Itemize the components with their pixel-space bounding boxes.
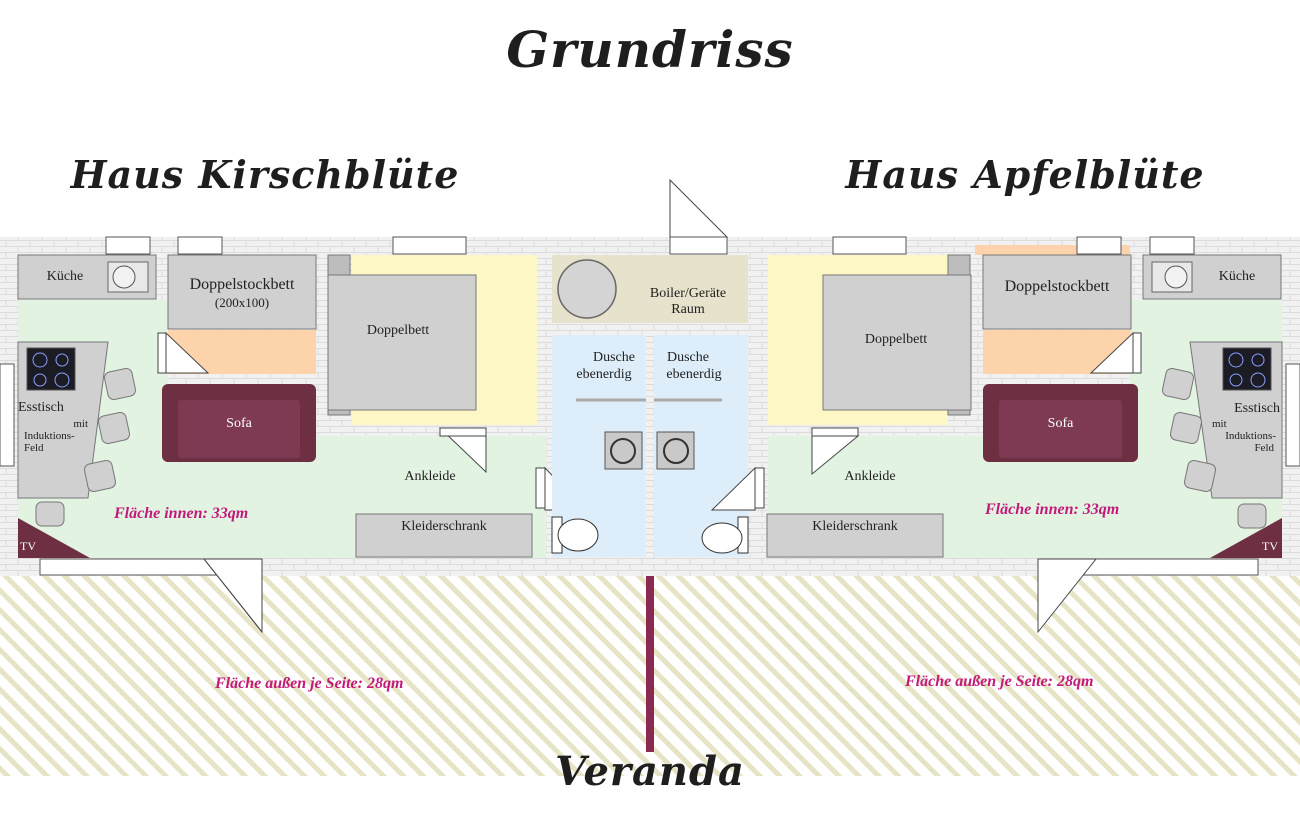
left-door-bunk xyxy=(165,331,210,374)
right-hob-ring-2 xyxy=(1251,353,1265,367)
right-door-bath xyxy=(710,466,756,511)
house-left-name: Haus Kirschblüte xyxy=(70,152,460,197)
right-chair-4 xyxy=(1237,503,1267,529)
left-hob-ring-2 xyxy=(55,353,69,367)
right-outside-area: Fläche außen je Seite: 28qm xyxy=(905,673,1094,690)
right-induction-3: Feld xyxy=(1254,442,1274,454)
left-bunk-bed xyxy=(167,254,317,330)
left-tv-triangle xyxy=(18,518,90,558)
right-wardrobe xyxy=(766,513,944,558)
boiler-label-2: Raum xyxy=(671,302,705,317)
left-chair-1 xyxy=(104,368,136,400)
left-sofa-seat xyxy=(178,400,300,458)
right-window-3 xyxy=(1149,236,1195,255)
shower-left-label-2: ebenerdig xyxy=(576,367,632,382)
toilet-right-bowl xyxy=(701,522,743,554)
boiler-label-1: Boiler/Geräte xyxy=(649,286,727,301)
veranda-label: Veranda xyxy=(555,748,745,795)
right-door-bunk xyxy=(1089,331,1134,374)
left-door-ankleide-frame xyxy=(439,427,487,437)
veranda-divider xyxy=(646,576,654,752)
left-outside-area: Fläche außen je Seite: 28qm xyxy=(215,675,404,692)
left-window-side xyxy=(0,363,15,467)
page-title: Grundriss xyxy=(506,20,794,79)
right-window-side xyxy=(1285,363,1300,467)
right-door-ankleide xyxy=(811,435,860,476)
right-double-bed-label: Doppelbett xyxy=(864,332,928,347)
right-bunk-label: Doppelstockbett xyxy=(1004,278,1110,295)
right-hob-ring-4 xyxy=(1250,372,1266,388)
center-door-frame xyxy=(669,236,728,255)
left-induction-1: mit xyxy=(73,418,88,430)
left-chair-3 xyxy=(84,460,116,492)
left-wardrobe-label: Kleiderschrank xyxy=(401,519,487,534)
drain-right-ring xyxy=(663,438,689,464)
right-window-1 xyxy=(832,236,907,255)
left-door-bunk-frame xyxy=(157,332,167,374)
left-bunk-label: Doppelstockbett xyxy=(189,276,295,293)
right-sofa-label: Sofa xyxy=(1047,416,1074,431)
house-right-name: Haus Apfelblüte xyxy=(845,152,1205,197)
right-tv-triangle xyxy=(1210,518,1282,558)
right-door-bath-frame xyxy=(754,467,765,509)
right-wardrobe-label: Kleiderschrank xyxy=(812,519,898,534)
right-window-2 xyxy=(1076,236,1122,255)
left-ankleide-label: Ankleide xyxy=(404,469,456,484)
left-induction-3: Feld xyxy=(24,442,44,454)
left-window-1 xyxy=(105,236,151,255)
right-bunk-bed xyxy=(982,254,1132,330)
boiler-tank xyxy=(557,259,617,319)
left-hob-ring-3 xyxy=(33,373,47,387)
right-dining-label: Esstisch xyxy=(1234,401,1280,416)
right-tv-label: TV xyxy=(1262,539,1278,553)
left-chair-2 xyxy=(98,412,130,444)
right-door-bunk-frame xyxy=(1132,332,1142,374)
right-induction-1: mit xyxy=(1212,418,1227,430)
left-hob-ring-4 xyxy=(54,372,70,388)
left-chair-4 xyxy=(35,501,65,527)
right-inside-area: Fläche innen: 33qm xyxy=(985,501,1120,518)
left-dining-label: Esstisch xyxy=(18,400,64,415)
left-wardrobe xyxy=(355,513,533,558)
left-double-bed-label: Doppelbett xyxy=(366,323,430,338)
right-ankleide-label: Ankleide xyxy=(844,469,896,484)
left-tv-label: TV xyxy=(20,539,36,553)
left-window-2 xyxy=(177,236,223,255)
right-chair-3 xyxy=(1184,460,1216,492)
left-kitchen-label: Küche xyxy=(46,269,84,284)
shower-right-label-2: ebenerdig xyxy=(666,367,722,382)
right-sofa-seat xyxy=(999,400,1122,458)
right-induction-2: Induktions- xyxy=(1225,430,1276,442)
left-bunk-size: (200x100) xyxy=(214,295,270,310)
left-window-3 xyxy=(392,236,467,255)
right-kitchen-label: Küche xyxy=(1218,269,1256,284)
left-hob-ring-1 xyxy=(32,352,48,368)
shower-left-label-1: Dusche xyxy=(593,350,635,365)
left-door-bath-frame xyxy=(535,467,546,509)
left-front-door-line xyxy=(203,558,263,633)
right-door-ankleide-frame xyxy=(811,427,859,437)
right-chair-2 xyxy=(1170,412,1202,444)
left-double-bed xyxy=(327,274,477,411)
right-orange-top xyxy=(975,245,1130,255)
toilet-left-bowl xyxy=(557,518,599,552)
left-sink-basin xyxy=(112,265,136,289)
left-inside-area: Fläche innen: 33qm xyxy=(114,505,249,522)
right-hob-ring-1 xyxy=(1228,352,1244,368)
left-induction-2: Induktions- xyxy=(24,430,75,442)
shower-right-label-1: Dusche xyxy=(667,350,709,365)
drain-left-ring xyxy=(610,438,636,464)
right-chair-1 xyxy=(1162,368,1194,400)
right-sink-basin xyxy=(1164,265,1188,289)
center-door-swing xyxy=(669,178,729,238)
right-front-door-swing xyxy=(1037,558,1098,634)
left-sofa-label: Sofa xyxy=(226,416,252,431)
right-double-bed xyxy=(822,274,972,411)
right-hob-ring-3 xyxy=(1229,373,1243,387)
